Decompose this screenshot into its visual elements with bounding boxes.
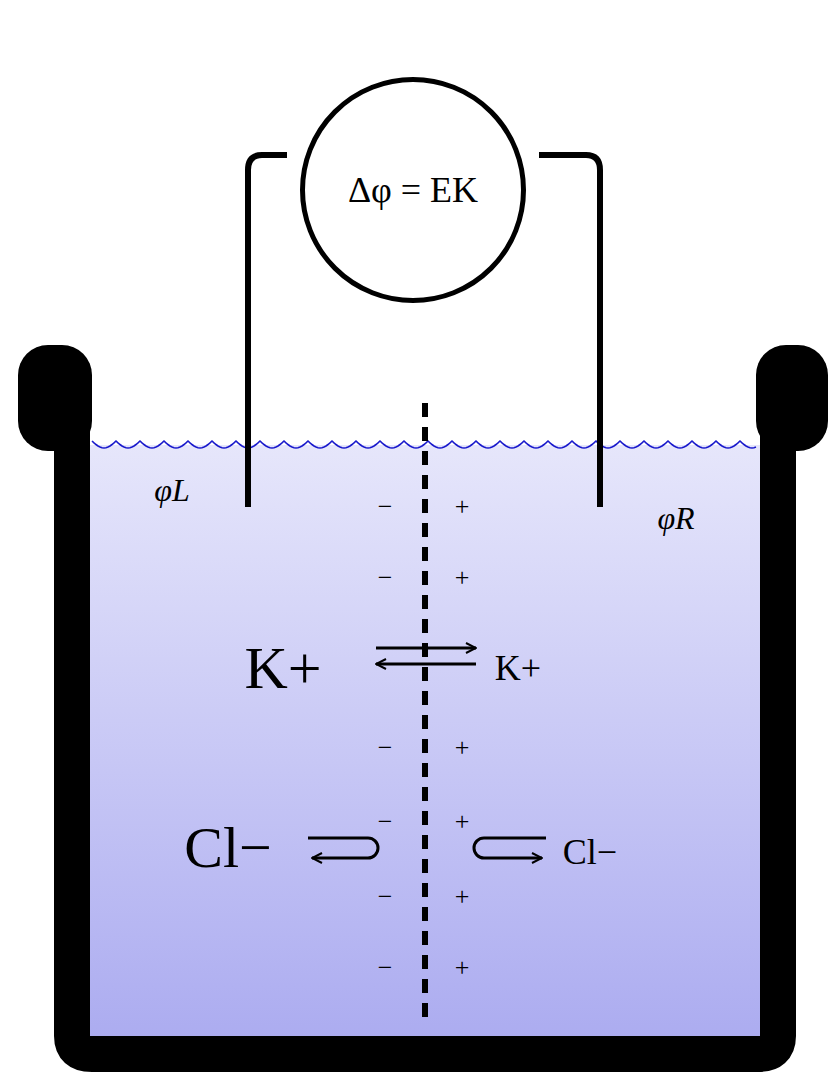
charge-sign: + bbox=[455, 565, 470, 591]
charge-sign: − bbox=[378, 809, 393, 835]
beaker-wall bbox=[72, 392, 778, 1054]
beaker-lip bbox=[756, 345, 828, 451]
charge-sign: + bbox=[455, 809, 470, 835]
charge-sign: − bbox=[378, 884, 393, 910]
flux-arrow bbox=[376, 647, 476, 650]
ion-label: Cl− bbox=[184, 819, 272, 877]
charge-sign: + bbox=[455, 955, 470, 981]
ion-label: K+ bbox=[244, 638, 321, 698]
charge-sign: − bbox=[378, 955, 393, 981]
charge-sign: − bbox=[378, 565, 393, 591]
electrode-wire bbox=[248, 155, 287, 507]
potential-label: φL bbox=[154, 474, 190, 506]
potential-label: φR bbox=[657, 502, 694, 534]
membrane bbox=[422, 403, 428, 1022]
meter-reading: Δφ = EK bbox=[348, 172, 478, 208]
charge-sign: − bbox=[378, 735, 393, 761]
water-surface bbox=[92, 441, 756, 448]
reflect-arrow bbox=[308, 838, 378, 858]
charge-sign: + bbox=[455, 735, 470, 761]
beaker-lip bbox=[18, 345, 92, 451]
ion-label: K+ bbox=[495, 650, 541, 686]
flux-arrow bbox=[376, 663, 476, 666]
charge-sign: + bbox=[455, 494, 470, 520]
charge-sign: + bbox=[455, 884, 470, 910]
reflect-arrow bbox=[474, 838, 546, 858]
water-surface-line bbox=[92, 441, 756, 448]
ion-label: Cl− bbox=[563, 834, 617, 870]
electrode-wire bbox=[539, 155, 600, 507]
charge-sign: − bbox=[378, 494, 393, 520]
voltmeter-circle: Δφ = EK bbox=[300, 77, 526, 303]
